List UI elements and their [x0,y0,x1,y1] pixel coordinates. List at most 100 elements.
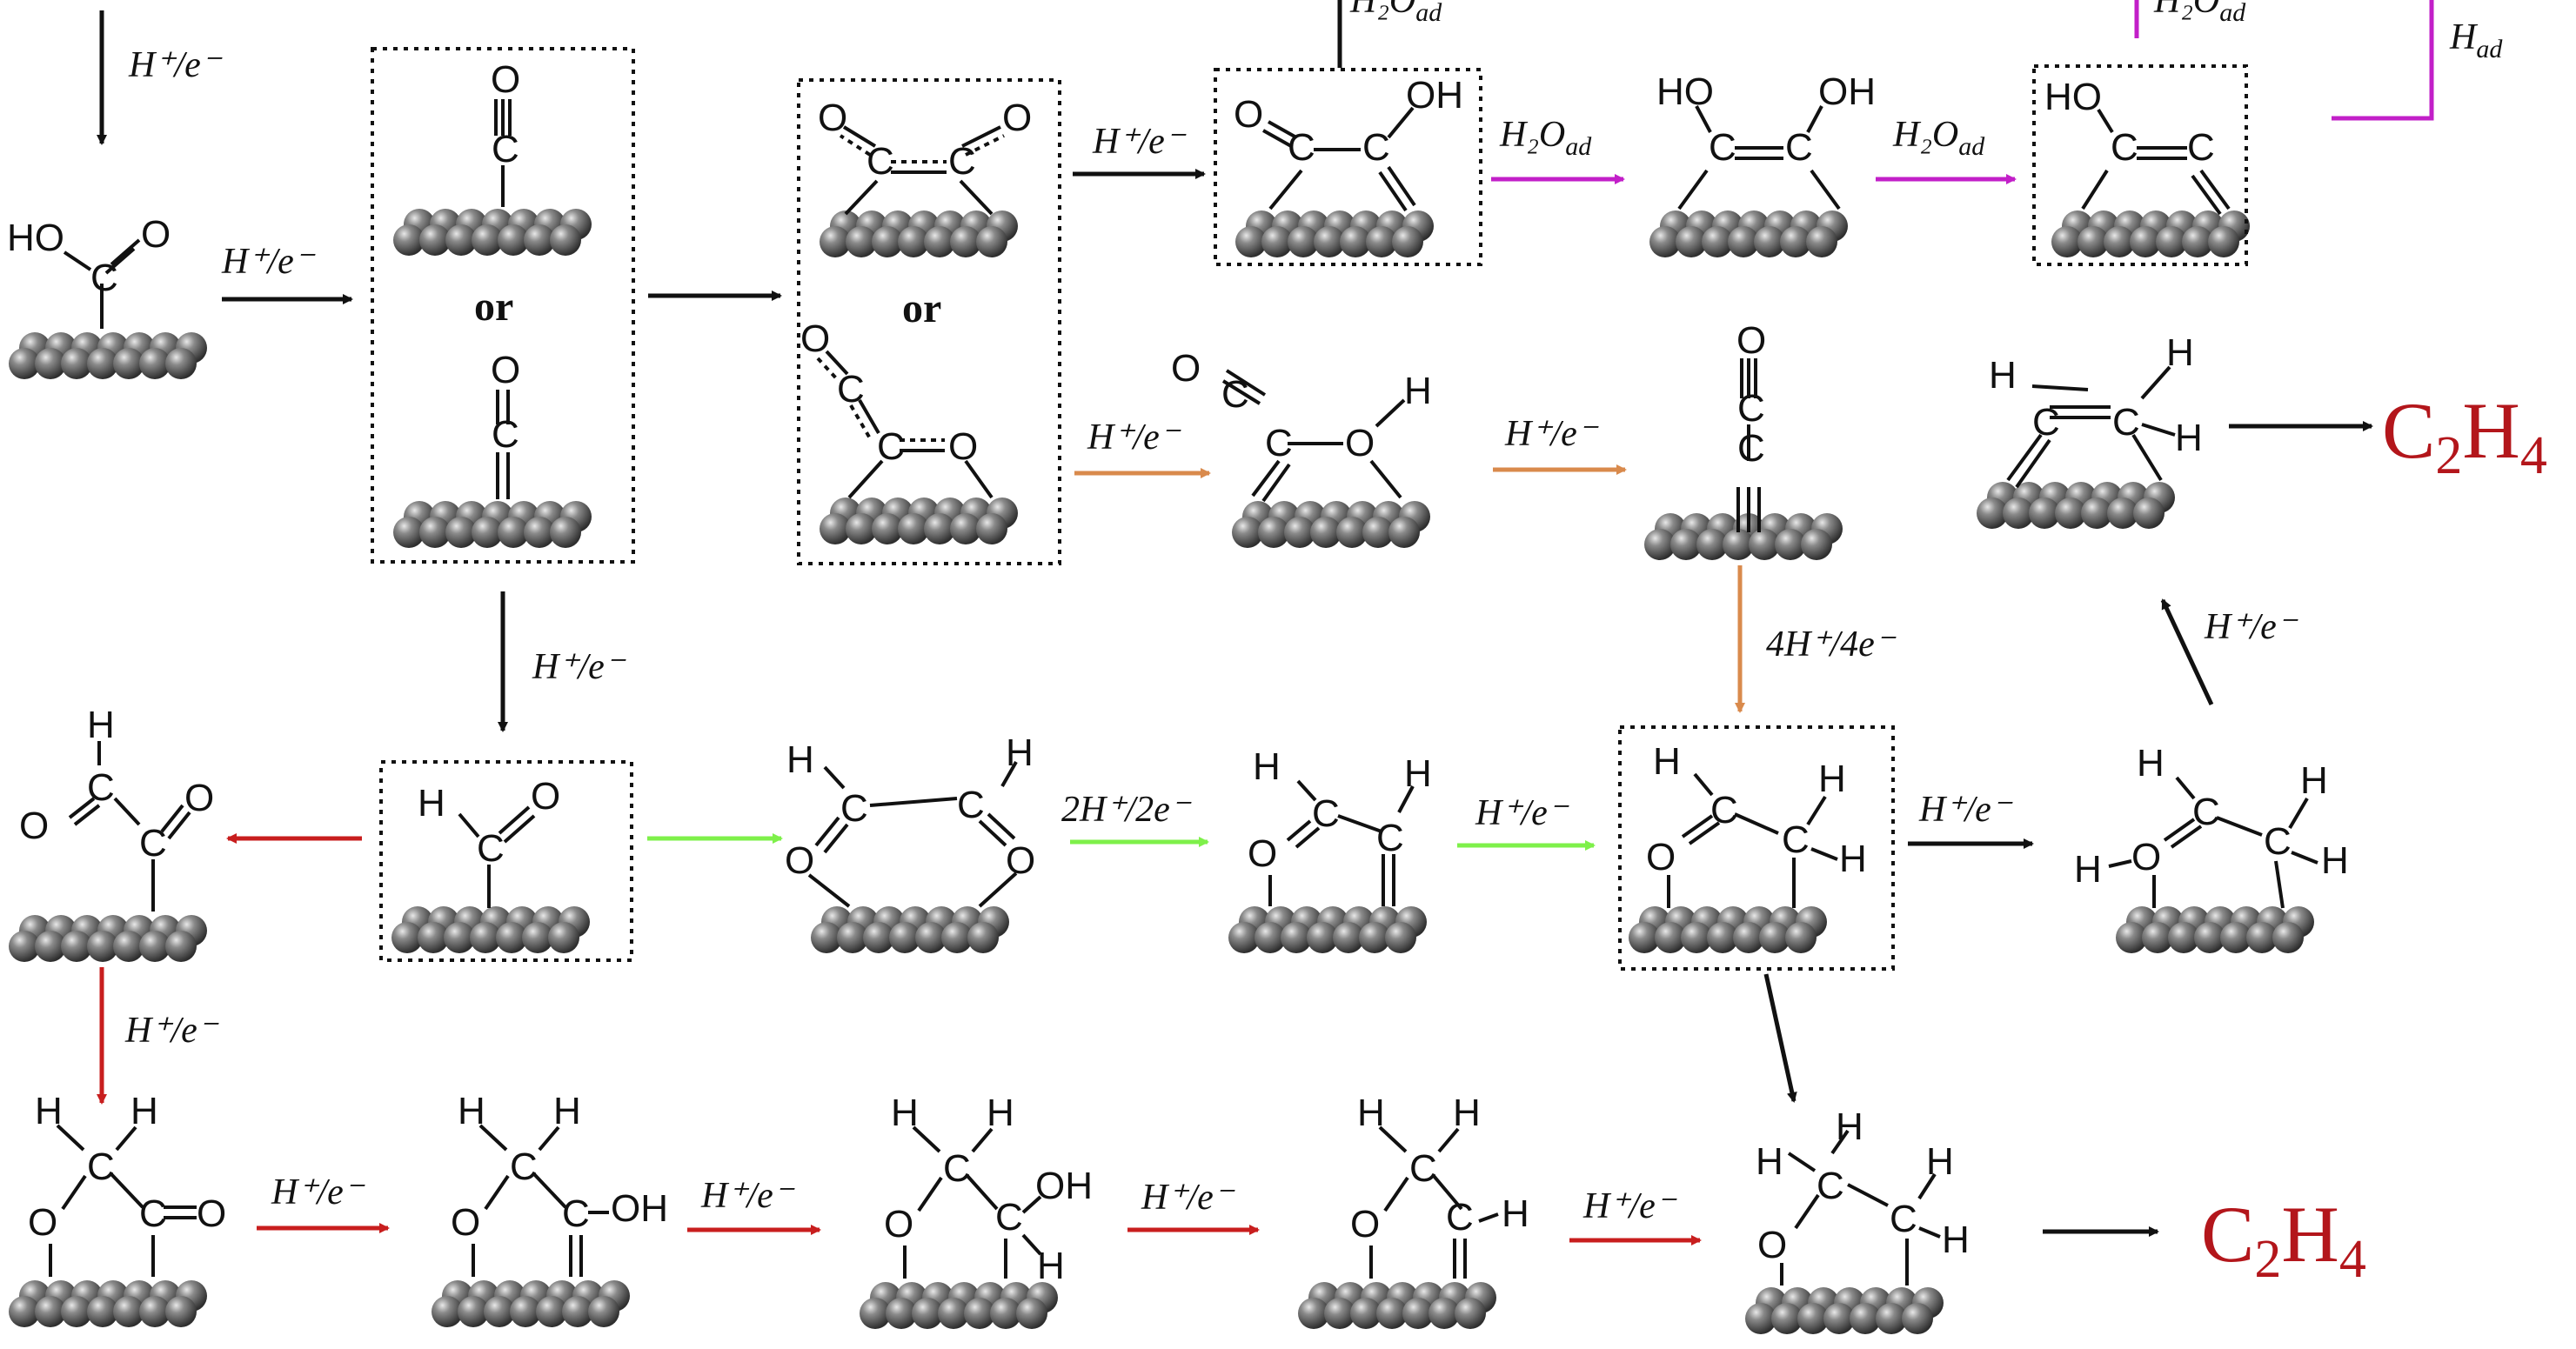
metal-atom [1902,1303,1933,1334]
atom: H [1502,1192,1529,1235]
atom: H [458,1090,485,1132]
atom: C [1709,126,1736,169]
metal-atom [846,226,877,257]
atom: C [139,1192,167,1235]
label-h-e: H⁺/e⁻ [1087,417,1181,457]
metal-atom [1759,922,1790,953]
atom: H [1839,838,1867,880]
species-ochch2: H C C H H O [1646,740,1867,908]
metal-atom [1785,922,1817,953]
atom: C [1817,1165,1844,1207]
metal-atom [2029,498,2060,529]
metal-atom [1707,922,1738,953]
metal-atom [1977,498,2008,529]
metal-atom [458,1296,489,1327]
atom: H [130,1090,158,1132]
atom: C [948,140,976,183]
catalyst-slab [9,332,207,379]
catalyst-slab [820,498,1018,544]
atom: C [943,1147,971,1190]
metal-atom [1362,517,1394,548]
metal-atom [536,1296,567,1327]
atom: O [818,97,847,139]
metal-atom [967,922,999,953]
atom: H [1836,1105,1863,1148]
atom: OH [1406,74,1463,117]
catalyst-slab [1298,1282,1496,1329]
metal-atom [915,922,947,953]
atom: O [948,425,978,468]
line-magenta-had [2332,0,2434,121]
atom: O [1002,97,1032,139]
metal-atom [1402,1298,1434,1329]
atom: H [1818,758,1846,800]
catalyst-slab [393,209,592,256]
metal-atom [113,348,144,379]
label-h-e: H⁺/e⁻ [1918,790,2013,830]
label-h-e: H⁺/e⁻ [1504,414,1599,454]
metal-atom [2208,226,2239,257]
atom: H [1006,731,1034,774]
metal-atom [61,348,92,379]
metal-atom [1733,922,1764,953]
species-co-bridge: C O [491,349,520,499]
atom: O [1006,839,1035,882]
atom: O [1345,422,1375,464]
metal-atom [1324,1298,1355,1329]
atom: C [995,1196,1023,1239]
metal-atom [418,922,449,953]
metal-atom [2142,922,2173,953]
metal-atom [1681,922,1712,953]
atom: C [510,1145,538,1188]
metal-atom [976,226,1007,257]
species-ochcho: H C C H O O [785,731,1035,908]
atom: O [28,1201,57,1244]
highlight-boxes [371,47,2248,971]
metal-atom [498,517,529,548]
catalyst-slab [1232,501,1430,548]
metal-atom [472,224,503,256]
species-oxametallacycle: H H C O C H H [1756,1105,1970,1286]
species-occo-bent: O C C O [800,317,994,499]
atom: C [1376,817,1404,859]
catalyst-slab [1649,210,1848,257]
metal-atom [445,517,477,548]
atom: C [87,1145,115,1188]
atom: C [837,368,865,411]
atom: H [1653,740,1681,783]
atom: H [35,1090,63,1132]
box-occo-dimer [797,78,1061,565]
metal-atom [1806,226,1837,257]
atom: OH [611,1187,668,1230]
atom: O [1171,347,1201,390]
metal-atom [139,348,171,379]
metal-atom [1298,1298,1329,1329]
box-cho [379,760,633,962]
atom: C [1710,789,1738,831]
metal-atom [548,922,579,953]
metal-atom [562,1296,593,1327]
catalyst-slab [1977,482,2175,529]
atom: C [1362,126,1390,169]
atom: O [491,58,520,101]
metal-atom [1629,922,1660,953]
metal-atom [1649,226,1681,257]
metal-atom [2051,226,2083,257]
metal-atom [2081,498,2112,529]
label-h2o-ad-top: H₂Oad [2153,0,2246,27]
atom: C [877,425,905,468]
species-cho: H C O [418,775,560,908]
metal-atom [1385,922,1416,953]
catalyst-slab [820,210,1018,257]
species-hocc: C C HO [2044,76,2231,216]
metal-atom [2078,226,2109,257]
metal-atom [2182,226,2213,257]
metal-atom [139,1296,171,1327]
atom: H [1404,370,1432,412]
species-och2choh: H H C O C OH H [884,1092,1093,1287]
metal-atom [2055,498,2086,529]
metal-atom [484,1296,515,1327]
metal-atom [550,517,581,548]
metal-atom [419,517,451,548]
metal-atom [924,226,955,257]
